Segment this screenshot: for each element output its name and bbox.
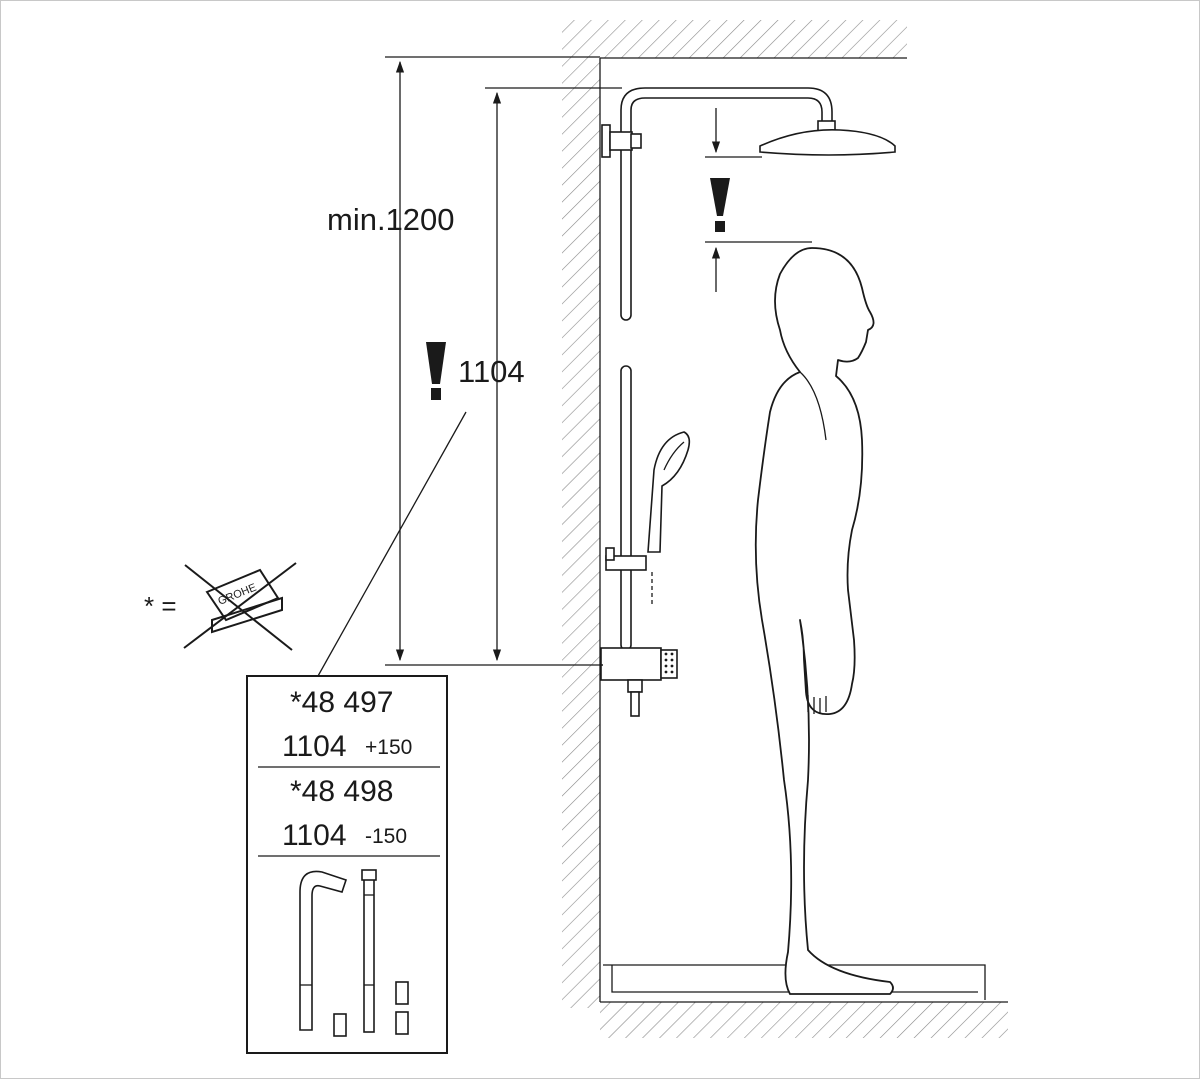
legend-asterisk: * =	[144, 591, 177, 621]
variant-row: *48 497 1104 +150	[282, 686, 412, 763]
variant-code: *48 497	[290, 686, 393, 719]
head-clearance-dimension	[705, 108, 812, 292]
min-height-label: min.1200	[327, 202, 455, 237]
not-included-icon: GROHE	[183, 562, 297, 651]
variant-tolerance: -150	[365, 825, 407, 848]
person-figure	[754, 247, 894, 995]
leader-line	[317, 411, 467, 677]
variant-value: 1104	[282, 730, 347, 763]
variant-row: *48 498 1104 -150	[282, 775, 407, 852]
bar-height-label: 1104	[458, 354, 525, 389]
exclamation-icon	[426, 342, 446, 400]
variant-value: 1104	[282, 819, 347, 852]
bar-height-dimension	[485, 87, 622, 662]
exclamation-icon	[710, 178, 730, 232]
wall	[562, 20, 1008, 1038]
overhead-shower-icon	[759, 120, 896, 156]
min-height-dimension	[385, 56, 606, 666]
extension-parts-icon	[299, 869, 409, 1037]
hand-shower-icon	[647, 431, 691, 606]
variants-table-frame	[246, 675, 448, 1054]
variant-code: *48 498	[290, 775, 393, 808]
thermostat-icon	[600, 647, 678, 717]
variant-tolerance: +150	[365, 736, 412, 759]
shower-column	[600, 87, 896, 717]
